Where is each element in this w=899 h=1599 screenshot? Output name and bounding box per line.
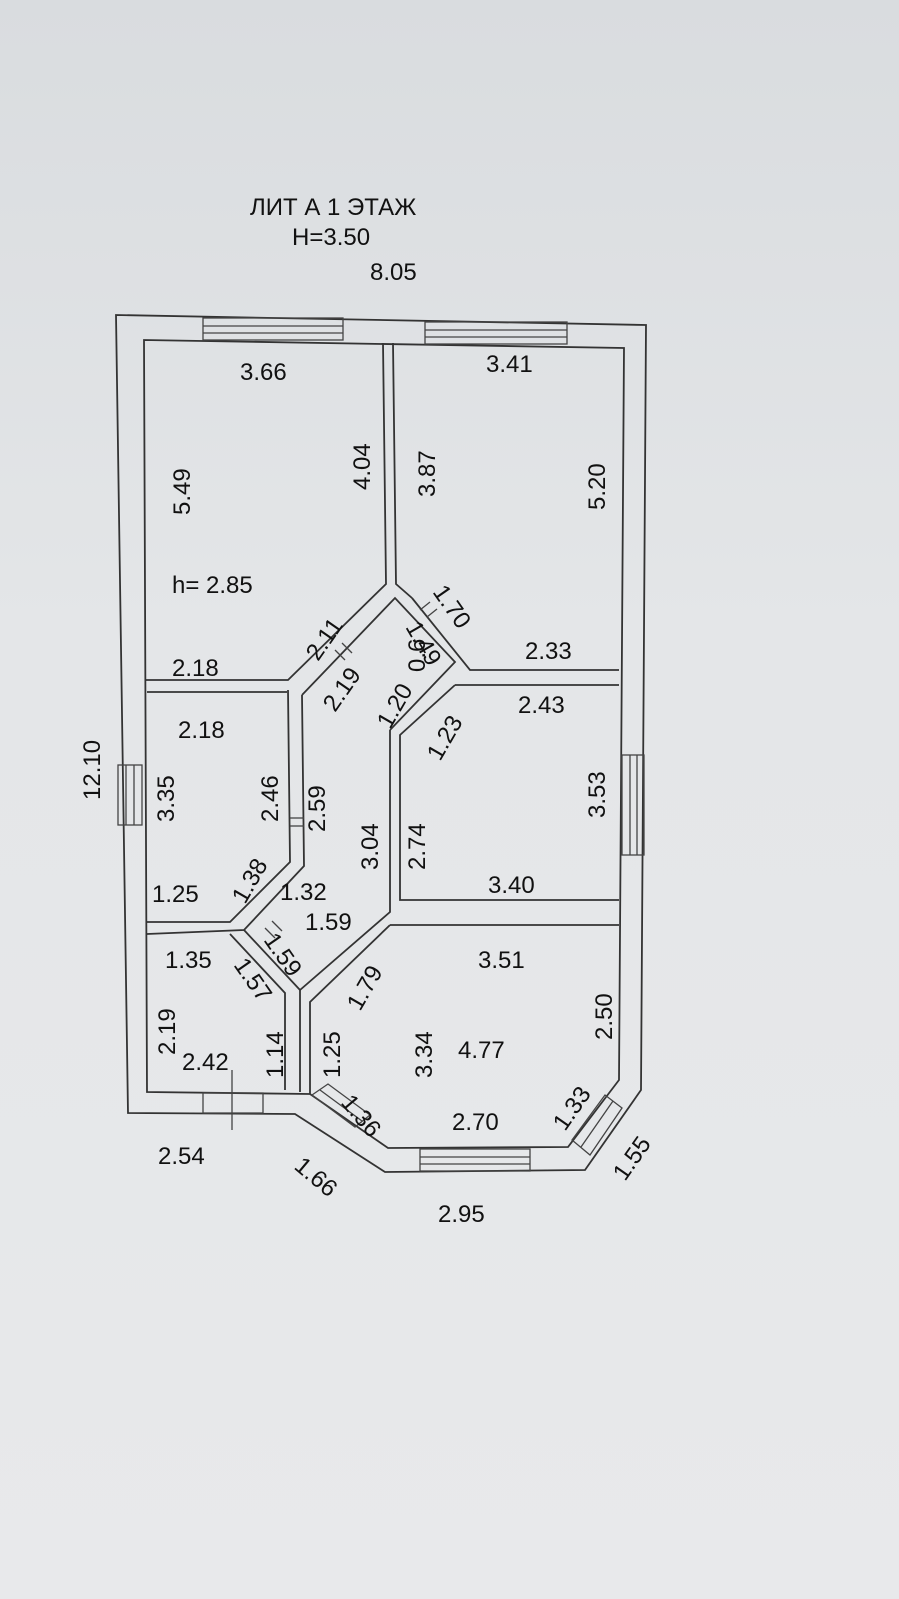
room1-width: 3.66 <box>240 359 287 386</box>
ext-bay-bottom: 2.95 <box>438 1201 485 1228</box>
room4-diag: 1.23 <box>422 711 469 765</box>
window-top-left <box>202 317 344 341</box>
room2-right: 5.20 <box>584 463 611 510</box>
window-bay-left <box>310 1083 372 1128</box>
hall-h: 1.59 <box>305 909 352 936</box>
room3-left: 3.35 <box>153 775 180 822</box>
hall-j: 1.79 <box>342 961 389 1015</box>
hall-d: 0.6 <box>404 639 431 672</box>
ext-bay-left: 1.66 <box>289 1152 342 1203</box>
room5-top: 1.35 <box>165 947 212 974</box>
room3-bottom: 1.25 <box>152 881 199 908</box>
room5-left: 2.19 <box>154 1008 181 1055</box>
room3-right: 2.46 <box>257 775 284 822</box>
room5-bottom: 2.42 <box>182 1049 229 1076</box>
window-right <box>621 754 645 856</box>
room3-top: 2.18 <box>178 717 225 744</box>
door-bottom-left <box>202 1070 264 1130</box>
room6-diag-right: 1.33 <box>548 1082 597 1136</box>
door-ticks <box>264 601 438 939</box>
room6-left-a: 1.25 <box>319 1031 346 1078</box>
hall-e: 2.59 <box>304 785 331 832</box>
room1-left: 5.49 <box>169 468 196 515</box>
room4-right: 3.53 <box>584 771 611 818</box>
room5-right: 1.14 <box>262 1031 289 1078</box>
room1-ceiling-height: h= 2.85 <box>172 572 253 599</box>
room6-left-b: 3.34 <box>411 1031 438 1078</box>
room4-top: 2.43 <box>518 692 565 719</box>
room6-area: 4.77 <box>458 1037 505 1064</box>
interior-walls <box>145 342 619 1094</box>
room5-diag: 1.57 <box>228 953 277 1007</box>
overall-depth: 12.10 <box>79 740 106 800</box>
window-bay-right <box>571 1094 623 1156</box>
room2-width: 3.41 <box>486 351 533 378</box>
room6-right: 2.50 <box>591 993 618 1040</box>
room4-left: 2.74 <box>404 823 431 870</box>
room2-left: 3.87 <box>414 450 441 497</box>
room6-bottom: 2.70 <box>452 1109 499 1136</box>
window-bay-bottom <box>419 1148 531 1172</box>
overall-width: 8.05 <box>370 259 417 286</box>
room2-bottom: 2.33 <box>525 638 572 665</box>
room1-bottom: 2.18 <box>172 655 219 682</box>
hall-g: 1.32 <box>280 879 327 906</box>
room4-bottom: 3.40 <box>488 872 535 899</box>
window-top-right <box>424 321 568 345</box>
room6-top: 3.51 <box>478 947 525 974</box>
hall-k: 1.38 <box>227 854 274 908</box>
room1-right: 4.04 <box>349 443 376 490</box>
hall-f: 3.04 <box>357 823 384 870</box>
ext-bay-right: 1.55 <box>608 1132 657 1186</box>
ext-bottom-left: 2.54 <box>158 1143 205 1170</box>
plan-title: ЛИТ А 1 ЭТАЖ <box>250 194 416 221</box>
exterior-wall-inner <box>143 339 625 1149</box>
window-left <box>117 764 143 826</box>
height-label: H=3.50 <box>292 224 370 251</box>
room1-diag: 2.11 <box>301 613 349 665</box>
